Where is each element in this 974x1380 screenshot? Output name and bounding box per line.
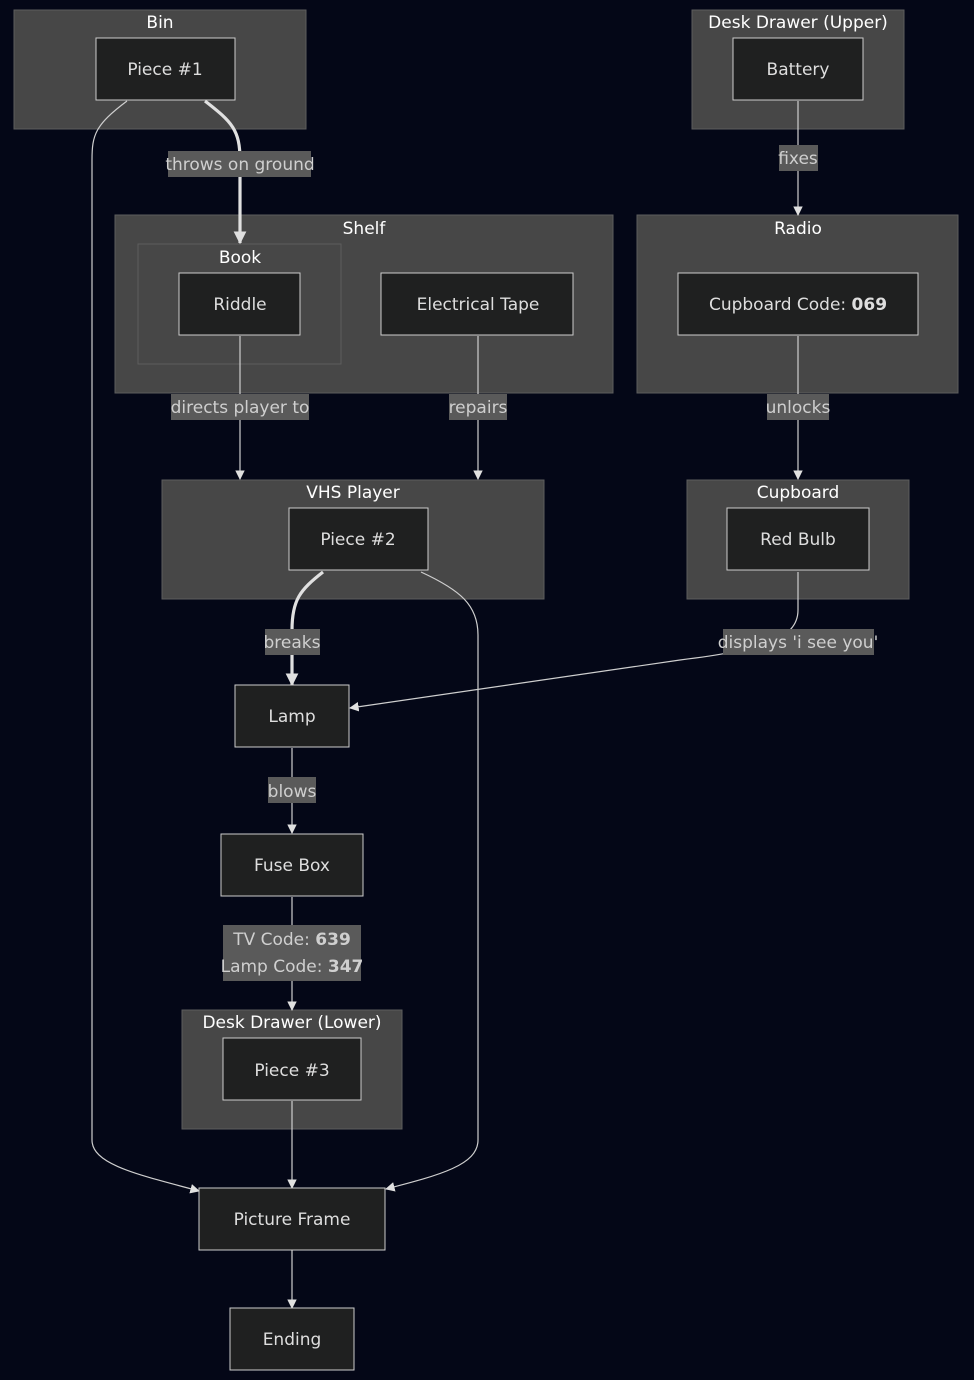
node-ending[interactable]: Ending [229, 1307, 355, 1371]
cluster-vhs-player-title: VHS Player [306, 483, 400, 503]
svg-text:breaks: breaks [264, 633, 321, 653]
svg-text:Battery: Battery [767, 60, 830, 80]
node-electrical-tape[interactable]: Electrical Tape [380, 272, 574, 336]
svg-text:Fuse Box: Fuse Box [254, 856, 330, 876]
node-fuse-box[interactable]: Fuse Box [220, 833, 364, 897]
svg-text:Picture Frame: Picture Frame [234, 1210, 351, 1230]
cluster-book-title: Book [219, 248, 261, 268]
node-battery[interactable]: Battery [732, 37, 864, 101]
svg-text:displays 'i see you': displays 'i see you' [718, 633, 879, 653]
label-breaks: breaks [264, 629, 321, 655]
node-piece-3[interactable]: Piece #3 [222, 1037, 362, 1101]
label-throws-on-ground: throws on ground [165, 151, 315, 177]
svg-text:blows: blows [268, 782, 317, 802]
svg-text:Lamp: Lamp [268, 707, 315, 727]
cluster-cupboard-title: Cupboard [757, 483, 840, 503]
svg-text:Piece #1: Piece #1 [127, 60, 202, 80]
svg-text:directs player to: directs player to [171, 398, 310, 418]
svg-text:Piece #2: Piece #2 [320, 530, 395, 550]
node-lamp[interactable]: Lamp [234, 684, 350, 748]
cluster-desk-drawer-upper-title: Desk Drawer (Upper) [708, 13, 888, 33]
label-tv-code: TV Code: 639 [232, 930, 351, 950]
cluster-shelf-title: Shelf [343, 219, 387, 239]
label-blows: blows [268, 777, 317, 803]
label-directs-player-to: directs player to [171, 394, 310, 420]
svg-text:throws on ground: throws on ground [165, 155, 314, 175]
node-piece-1[interactable]: Piece #1 [95, 37, 236, 101]
svg-text:Piece #3: Piece #3 [254, 1061, 329, 1081]
svg-text:Electrical Tape: Electrical Tape [417, 295, 540, 315]
svg-text:Ending: Ending [263, 1330, 322, 1350]
cluster-desk-drawer-lower-title: Desk Drawer (Lower) [202, 1013, 381, 1033]
node-cupboard-code[interactable]: Cupboard Code: 069 [677, 272, 919, 336]
cluster-radio-title: Radio [774, 219, 822, 239]
node-red-bulb[interactable]: Red Bulb [726, 507, 870, 571]
label-lamp-code: Lamp Code: 347 [221, 957, 364, 977]
label-repairs: repairs [449, 394, 508, 420]
node-piece-2[interactable]: Piece #2 [288, 507, 429, 571]
edge-piece2-to-picture-frame [385, 571, 479, 1192]
svg-text:Riddle: Riddle [213, 295, 266, 315]
label-unlocks: unlocks [766, 394, 831, 420]
svg-text:fixes: fixes [778, 149, 818, 169]
svg-text:Red Bulb: Red Bulb [760, 530, 836, 550]
svg-text:repairs: repairs [449, 398, 508, 418]
node-picture-frame[interactable]: Picture Frame [198, 1187, 386, 1251]
cluster-bin-title: Bin [146, 13, 173, 33]
edge-piece1-to-picture-frame [91, 100, 200, 1194]
svg-text:unlocks: unlocks [766, 398, 831, 418]
label-displays-i-see-you: displays 'i see you' [718, 629, 879, 655]
label-codes: TV Code: 639 Lamp Code: 347 [221, 925, 364, 981]
label-fixes: fixes [778, 145, 818, 171]
svg-text:Cupboard Code: 069: Cupboard Code: 069 [709, 295, 887, 315]
node-riddle[interactable]: Riddle [178, 272, 301, 336]
